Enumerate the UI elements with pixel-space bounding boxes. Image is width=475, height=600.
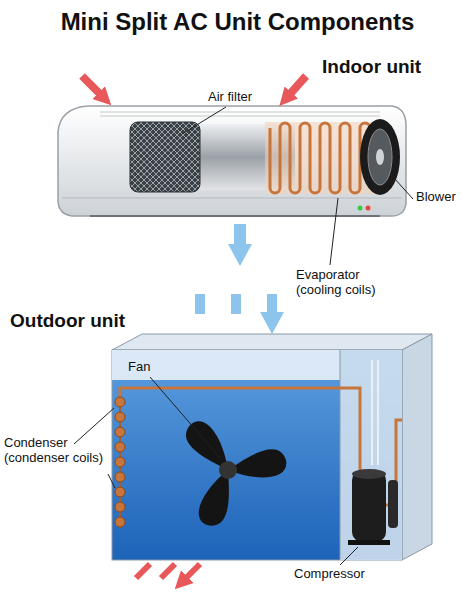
air-in-arrow [200, 294, 272, 314]
housing-light-band [112, 350, 340, 380]
housing-side [402, 334, 432, 560]
label-wrap: Evaporator (cooling coils) [296, 268, 406, 298]
status-led [358, 206, 363, 211]
coil-turn [115, 412, 125, 422]
label-wrap: Blower [416, 190, 456, 205]
coil-turn [115, 427, 125, 437]
panel-seam [62, 197, 402, 198]
part-label: Blower [416, 190, 456, 205]
fan-blade [192, 466, 246, 531]
diagram-title: Mini Split AC Unit Components [0, 8, 475, 36]
leader-line [108, 474, 115, 488]
leader-line [330, 198, 338, 265]
accumulator [388, 480, 398, 528]
leader-line [150, 377, 220, 458]
compressor-top [352, 469, 386, 479]
part-label: Fan [128, 360, 150, 375]
coil-turn [115, 517, 125, 527]
blower-wheel [368, 129, 392, 185]
part-label: Air filter [208, 90, 252, 105]
fan-hub [219, 461, 237, 479]
coil-turn [115, 487, 125, 497]
fan-drawing [181, 416, 286, 531]
outdoor-housing [112, 350, 402, 560]
coil-turn [115, 457, 125, 467]
air-in-arrow [290, 76, 306, 94]
leader-line [182, 107, 226, 134]
part-label: Condenser (condenser coils) [4, 436, 116, 466]
condenser-coils-drawing [115, 397, 125, 527]
part-label: Evaporator (cooling coils) [296, 268, 406, 298]
coil-turn [115, 472, 125, 482]
indoor-unit-drawing [58, 76, 406, 246]
leader-line [74, 408, 114, 444]
leader-lines [74, 107, 413, 565]
unit-heading: Indoor unit [322, 56, 421, 78]
status-led [366, 206, 371, 211]
partition [340, 350, 341, 560]
air-in-arrow [82, 76, 100, 94]
blower-drawing [360, 119, 400, 195]
air-out-arrow [136, 564, 200, 578]
label-wrap: Compressor [294, 567, 365, 582]
leader-line [340, 547, 358, 565]
housing-top [112, 334, 432, 350]
indoor-housing [58, 106, 406, 216]
compressor-drawing [352, 470, 386, 542]
label-wrap: Fan [128, 360, 150, 375]
refrigerant-line [120, 388, 360, 470]
label-wrap: Condenser (condenser coils) [4, 436, 116, 466]
compressor-bay [340, 350, 402, 560]
compressor-base [348, 540, 390, 545]
blower-hub [376, 149, 384, 165]
leader-line [394, 178, 413, 199]
wire [372, 360, 378, 465]
coil-turn [115, 397, 125, 407]
fan-blade [228, 449, 286, 477]
top-vent [100, 112, 380, 116]
air-outlet [90, 215, 380, 217]
coil-turn [115, 442, 125, 452]
coil-turn [115, 502, 125, 512]
unit-heading: Outdoor unit [10, 310, 125, 332]
air-filter-drawing [130, 122, 200, 192]
part-label: Compressor [294, 567, 365, 582]
outdoor-unit-drawing [112, 294, 432, 578]
cool-air-arrow [234, 224, 246, 246]
title-wrap: Mini Split AC Unit Components [0, 8, 475, 36]
label-wrap: Outdoor unit [10, 310, 125, 332]
evaporator-coils [270, 123, 370, 193]
label-wrap: Air filter [208, 90, 252, 105]
label-wrap: Indoor unit [322, 56, 421, 78]
